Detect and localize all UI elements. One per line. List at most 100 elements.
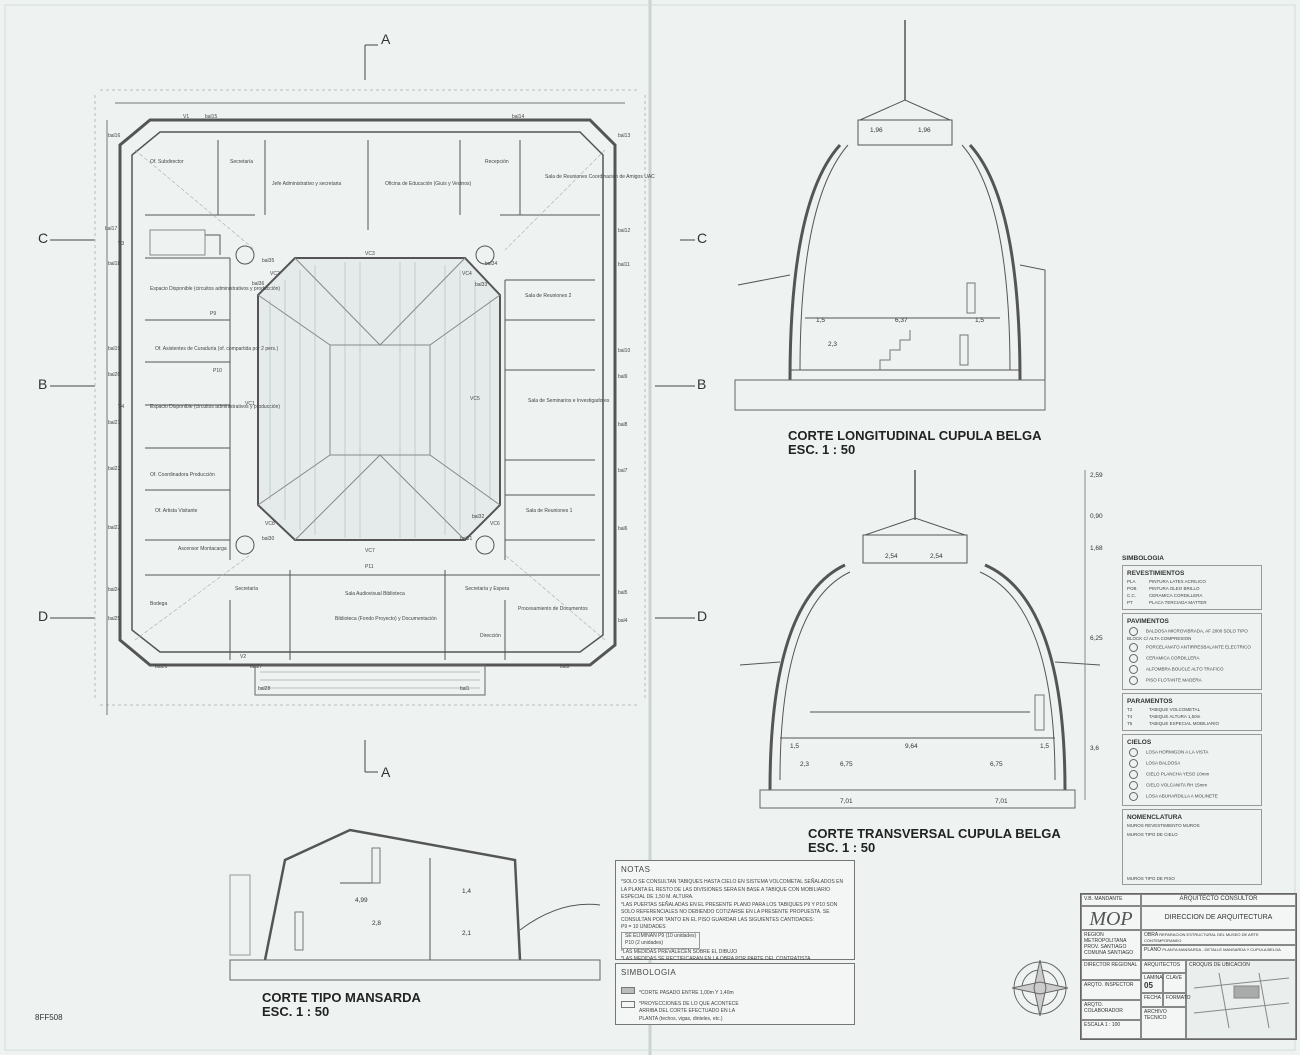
plan-tag: VC4	[462, 271, 472, 277]
dim: 7,01	[995, 798, 1008, 805]
north-arrow-icon	[1011, 959, 1069, 1017]
plan-tag: bal20	[108, 372, 120, 378]
direccion-label: DIRECCION DE ARQUITECTURA	[1141, 906, 1296, 930]
legend-symbol-icon	[1129, 748, 1138, 757]
symbology-item: *PROYECCIONES DE LO QUE ACONTECE ARRIBA …	[639, 1000, 739, 1022]
legend-text: TABIQUE ALTURA 1,50m	[1149, 714, 1201, 719]
room-label: Of. Subdirector	[150, 159, 184, 165]
room-label: Sala de Reuniones 1	[526, 508, 573, 514]
dim: 3,6	[1090, 745, 1099, 752]
inner-wall	[131, 131, 604, 653]
legend-text: TABIQUE VOLCOMETAL	[1149, 707, 1201, 712]
director-label: DIRECTOR REGIONAL	[1081, 960, 1141, 980]
legend-item: C.C. CERAMICA CORDILLERA	[1127, 593, 1257, 598]
legend-text: CERAMICA CORDILLERA	[1149, 593, 1203, 598]
dim: 6,37	[895, 317, 908, 324]
dim: 2,54	[930, 553, 943, 560]
dim: 1,4	[462, 888, 471, 895]
plan-tag: bal27	[250, 664, 262, 670]
legend-item: CERAMICA CORDILLERA	[1127, 654, 1257, 663]
note-line: P10 (2 unidades)	[625, 940, 664, 946]
legend-text: ALFOMBRA BOUCLE ALTO TRAFICO	[1146, 666, 1224, 672]
plan-tag: bal15	[205, 114, 217, 120]
note-line: *LAS MEDIDAS SE RECTIFICARAN EN LA OBRA …	[621, 956, 811, 962]
legend-code: C.C.	[1127, 593, 1136, 598]
legend-item: LOSA ABUHARDILLA A MOLINETE	[1127, 792, 1257, 801]
plan-tag: bal26	[155, 664, 167, 670]
notes-title: NOTAS	[621, 865, 651, 874]
plan-tag: bal19	[108, 346, 120, 352]
legend-text: LOSA ABUHARDILLA A MOLINETE	[1146, 793, 1218, 799]
lamina-label: LAMINA	[1144, 975, 1163, 981]
transversal-section-scale: ESC. 1 : 50	[808, 840, 875, 855]
legend-item: CIELO PLANCHA YESO 10mm	[1127, 770, 1257, 779]
legend-item: POB PINTURA OLEO BRILLO	[1127, 586, 1257, 591]
note-line: *LAS MEDIDAS PREVALECEN SOBRE EL DIBUJO	[621, 948, 738, 955]
clave-label: CLAVE	[1163, 973, 1186, 993]
plan-tag: bal7	[618, 468, 628, 474]
plan-tag: VC5	[470, 396, 480, 402]
legend-item: MUROS TIPO DE PISO	[1127, 876, 1175, 881]
legend-group-title: REVESTIMIENTOS	[1127, 570, 1185, 577]
legend-code: POB	[1127, 586, 1137, 591]
plan-tag: VC8	[265, 521, 275, 527]
plan-tag: V1	[183, 114, 189, 120]
legend-text: CERAMICA CORDILLERA	[1146, 655, 1200, 661]
room-label: Ascensor Montacarga	[178, 546, 227, 552]
section-marker-c: C C	[38, 230, 707, 246]
plan-tag: bal14	[512, 114, 524, 120]
dim: 7,01	[840, 798, 853, 805]
dim: 2,59	[1090, 472, 1103, 479]
plan-tag: P11	[365, 564, 374, 570]
legend-text: PINTURA LATEX ACRILICO	[1149, 579, 1206, 584]
plano-value: PLANTA MANSARDA - DETALLE MANSARDA Y CUP…	[1162, 947, 1281, 952]
dim: 4,99	[355, 897, 368, 904]
legend-item: BALDOSA MICROVIBRADA, AF 2000 SOLO TIPO …	[1127, 627, 1257, 641]
human-figure	[294, 911, 304, 951]
room-label: Of. Coordinadora Producción	[150, 472, 215, 478]
legend-text: PINTURA OLEO BRILLO	[1149, 586, 1200, 591]
legend-group-title: CIELOS	[1127, 739, 1152, 746]
room-label: Secretaría y Espera	[465, 586, 509, 592]
human-figure	[371, 847, 381, 884]
plan-tag: V2	[240, 654, 246, 660]
note-eliminated-box: SE ELIMINAN P9 (10 unidades) P10 (2 unid…	[621, 931, 701, 949]
longitudinal-section	[734, 20, 1046, 411]
plan-tag: P9	[210, 311, 216, 317]
legend-code: PT	[1127, 600, 1133, 605]
obra-label: OBRA	[1144, 932, 1158, 938]
notes-panel: NOTAS *SOLO SE CONSULTAN TABIQUES HASTA …	[615, 860, 855, 962]
formato-label: FORMATO	[1163, 993, 1191, 1007]
section-marker-b: B B	[38, 376, 706, 392]
dim: 2,8	[372, 920, 381, 927]
legend-symbol-icon	[1129, 665, 1138, 674]
legend-item: ALFOMBRA BOUCLE ALTO TRAFICO	[1127, 665, 1257, 674]
legend-symbol-icon	[1129, 781, 1138, 790]
plan-tag: bal23	[108, 525, 120, 531]
plan-tag: bal10	[618, 348, 630, 354]
room-label: Jefe Administrativo y secretaria	[272, 181, 341, 187]
plan-tag: bal35	[262, 258, 274, 264]
human-figure	[966, 282, 976, 314]
legend-symbol-icon	[1129, 759, 1138, 768]
plan-tag: bal36	[252, 281, 264, 287]
plan-tag: bal11	[618, 262, 630, 268]
section-marker-a-top: A	[364, 31, 391, 80]
room-label: Oficina de Educación (Giuis y Vecinos)	[385, 181, 471, 187]
transversal-section-title: CORTE TRANSVERSAL CUPULA BELGA	[808, 826, 1061, 841]
plan-tag: bal13	[618, 133, 630, 139]
room-label: Secretaría	[235, 586, 258, 592]
plan-tag: V4	[118, 404, 124, 410]
legend-text: CIELO VOLCANITA RH 15mm	[1146, 782, 1208, 788]
svg-text:A: A	[381, 764, 391, 780]
plan-tag: VC2	[270, 271, 280, 277]
legend-text: BALDOSA MICROVIBRADA, AF 2000 SOLO TIPO …	[1127, 628, 1248, 641]
plan-tag: bal28	[258, 686, 270, 692]
